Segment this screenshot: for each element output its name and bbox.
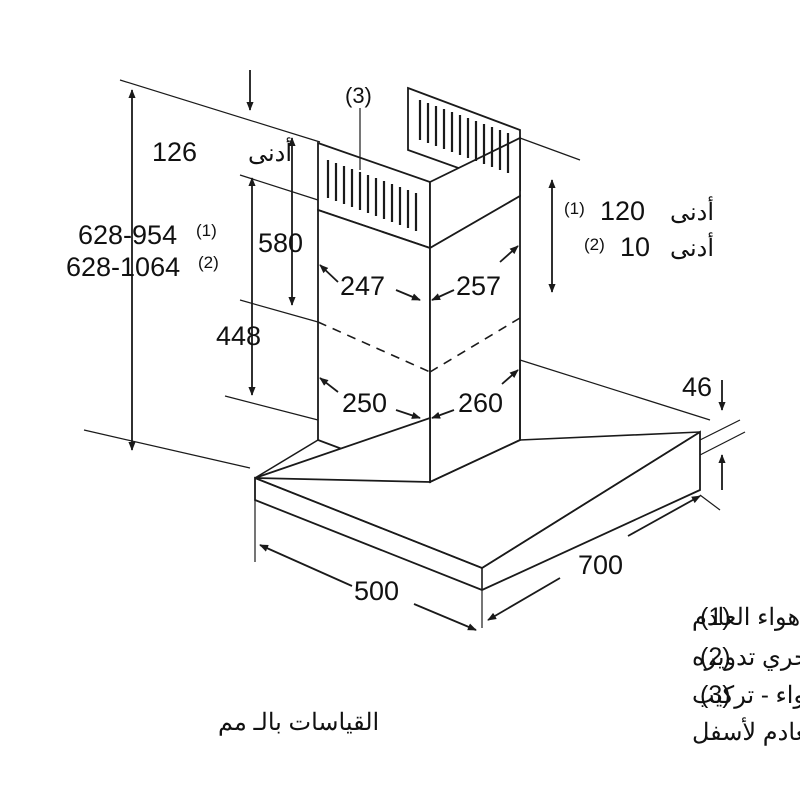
min-120-value: 120	[600, 196, 645, 226]
min-126-word: أدنى	[248, 136, 292, 167]
legend-2-text: الهواء الذي يجري تدويره	[692, 644, 800, 671]
min-10-value: 10	[620, 232, 650, 262]
dim-46-label: 46	[682, 372, 712, 402]
dim-580-label: 580	[258, 228, 303, 258]
height-954-label: 628-954	[78, 220, 177, 250]
vent-grill-lower	[326, 160, 418, 231]
legend-3-continuation: الفتحات بالنسبة لهواء العادم لأسفل	[692, 716, 800, 746]
dim-500-label: 500	[354, 576, 399, 606]
height-1064-label: 628-1064	[66, 252, 180, 282]
min-10-ref: (2)	[584, 235, 605, 254]
dim-250-label: 250	[342, 388, 387, 418]
dim-247-label: 247	[340, 271, 385, 301]
legend: (1) هواء العادم (2) الهواء الذي يجري تدو…	[692, 603, 800, 746]
legend-3-number: (3)	[700, 681, 731, 709]
dimension-arrows	[128, 70, 726, 631]
min-120-ref: (1)	[564, 199, 585, 218]
height-1064-ref: (2)	[198, 253, 219, 272]
vent-grill-upper	[418, 100, 510, 173]
dim-260-label: 260	[458, 388, 503, 418]
legend-1-text: هواء العادم	[692, 604, 800, 631]
legend-3-text: مخرج تصريف الهواء - تركيب	[692, 682, 800, 709]
min-120-word: أدنى	[670, 195, 714, 226]
units-note: القياسات بالـ مم	[218, 709, 379, 736]
legend-1-number: (1)	[700, 603, 731, 631]
min-126-value: 126	[152, 137, 197, 167]
dim-448-label: 448	[216, 321, 261, 351]
canopy	[254, 360, 701, 591]
callout-3-label: (3)	[345, 83, 372, 108]
dim-700-label: 700	[578, 550, 623, 580]
min-10-word: أدنى	[670, 231, 714, 262]
legend-2-number: (2)	[700, 643, 731, 671]
height-954-ref: (1)	[196, 221, 217, 240]
dim-257-label: 257	[456, 271, 501, 301]
